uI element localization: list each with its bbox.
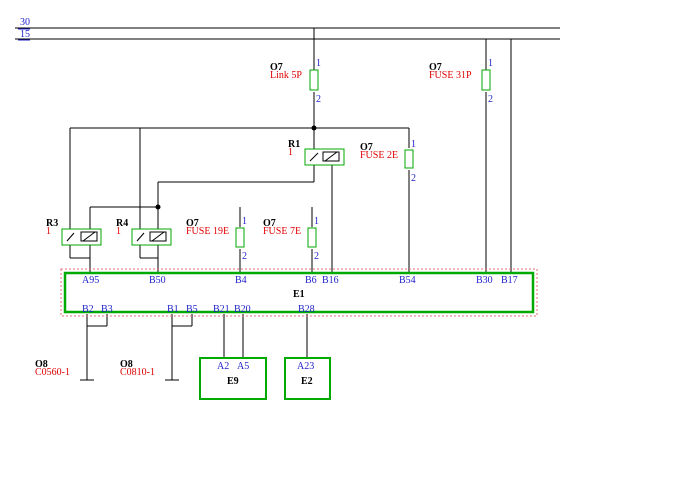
module-e2: A23 E2 [284, 357, 331, 400]
ground-c0560: O8 C0560-1 [35, 359, 70, 378]
module-e9-name: E9 [227, 376, 239, 387]
e1-pin-b20: B20 [234, 304, 251, 315]
relay-r3-pin: 1 [46, 226, 51, 237]
fuse-2e-name: FUSE 2E [360, 150, 398, 161]
e9-pin-a5: A5 [237, 361, 249, 372]
fuse-2e-code: O7 [360, 142, 373, 153]
e1-pin-b5: B5 [186, 304, 198, 315]
e1-pin-b2: B2 [82, 304, 94, 315]
fuse-31p-pin2: 2 [488, 94, 493, 105]
e1-pin-b16: B16 [322, 275, 339, 286]
fuse-7e-body [307, 227, 317, 248]
fuse-19e: O7 FUSE 19E 1 2 [186, 216, 247, 262]
fuse-link-5p-pin2: 2 [316, 94, 321, 105]
ground-c0560-name: C0560-1 [35, 367, 70, 378]
junction-dot [155, 204, 161, 210]
ground-c0810-name: C0810-1 [120, 367, 155, 378]
relay-r1: R1 1 [288, 139, 345, 166]
relay-r4-switch-icon [136, 232, 145, 242]
fuse-7e: O7 FUSE 7E 1 2 [263, 216, 319, 262]
rail-30-label: 30 [20, 17, 30, 28]
fuse-19e-name: FUSE 19E [186, 226, 229, 237]
fuse-link-5p-pin1: 1 [316, 58, 321, 69]
module-e9: A2 A5 E9 [199, 357, 267, 400]
relay-r1-switch-icon [309, 152, 319, 162]
fuse-7e-pin2: 2 [314, 251, 319, 262]
relay-r1-code: R1 [288, 139, 300, 150]
fuse-7e-name: FUSE 7E [263, 226, 301, 237]
fuse-31p-name: FUSE 31P [429, 70, 472, 81]
rail-15-label: 15 [20, 29, 30, 40]
fuse-link-5p-name: Link 5P [270, 70, 302, 81]
fuse-19e-code: O7 [186, 218, 199, 229]
module-e1-name: E1 [293, 289, 305, 300]
fuse-2e-pin1: 1 [411, 139, 416, 150]
relay-r3-switch-icon [66, 232, 75, 242]
fuse-31p-code: O7 [429, 62, 442, 73]
e1-pin-b3: B3 [101, 304, 113, 315]
fuse-7e-code: O7 [263, 218, 276, 229]
fuse-31p-body [481, 69, 491, 91]
ground-c0810-code: O8 [120, 359, 133, 370]
module-e1-dashed-outline [60, 268, 538, 317]
relay-r3: R3 1 [46, 218, 102, 246]
e9-pin-a2: A2 [217, 361, 229, 372]
module-e2-box [284, 357, 331, 400]
e1-pin-b54: B54 [399, 275, 416, 286]
fuse-31p: O7 FUSE 31P 1 2 [429, 58, 493, 105]
ground-c0810: O8 C0810-1 [120, 359, 155, 378]
e1-pin-b1: B1 [167, 304, 179, 315]
module-e1: E1 A95 B50 B4 B6 B16 B54 B30 B17 B2 B3 B… [60, 268, 538, 317]
e1-pin-b28: B28 [298, 304, 315, 315]
e1-pin-b4: B4 [235, 275, 247, 286]
fuse-2e: O7 FUSE 2E 1 2 [360, 139, 416, 184]
e1-pin-b50: B50 [149, 275, 166, 286]
relay-r3-code: R3 [46, 218, 58, 229]
relay-r1-pin: 1 [288, 147, 293, 158]
e1-pin-b6: B6 [305, 275, 317, 286]
e1-pin-b21: B21 [213, 304, 230, 315]
relay-r4-code: R4 [116, 218, 128, 229]
module-e2-name: E2 [301, 376, 313, 387]
e1-pin-b30: B30 [476, 275, 493, 286]
e1-pin-b17: B17 [501, 275, 518, 286]
power-rails: 30 15 [15, 17, 560, 41]
e2-pin-a23: A23 [297, 361, 314, 372]
fuse-19e-pin2: 2 [242, 251, 247, 262]
wires [69, 28, 512, 381]
fuse-2e-body [404, 149, 414, 169]
module-e1-box [63, 271, 535, 314]
ground-c0560-code: O8 [35, 359, 48, 370]
module-e9-box [199, 357, 267, 400]
fuse-link-5p: O7 Link 5P 1 2 [270, 58, 321, 105]
fuse-2e-pin2: 2 [411, 173, 416, 184]
fuse-31p-pin1: 1 [488, 58, 493, 69]
junction-dot [311, 125, 317, 131]
fuse-link-5p-code: O7 [270, 62, 283, 73]
fuse-19e-body [235, 227, 245, 248]
fuse-link-5p-body [309, 69, 319, 91]
relay-r4: R4 1 [116, 218, 172, 246]
fuse-7e-pin1: 1 [314, 216, 319, 227]
fuse-19e-pin1: 1 [242, 216, 247, 227]
relay-r4-pin: 1 [116, 226, 121, 237]
e1-pin-a95: A95 [82, 275, 99, 286]
